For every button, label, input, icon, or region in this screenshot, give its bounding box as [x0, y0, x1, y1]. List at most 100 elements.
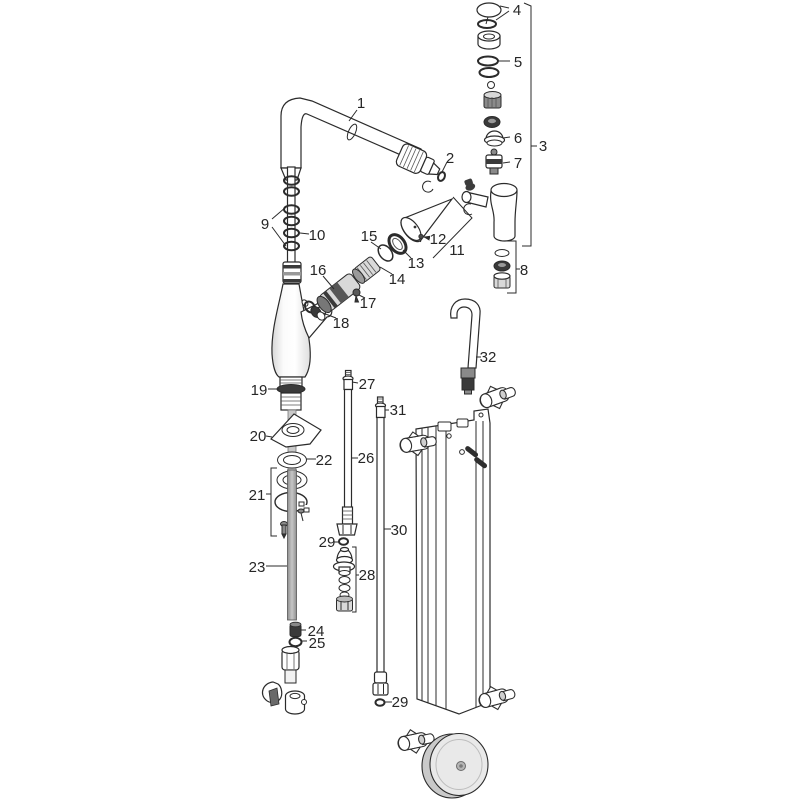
threaded-collar — [282, 261, 302, 284]
leader-10 — [299, 232, 310, 235]
mixer-body — [461, 178, 518, 242]
o-ring-2 — [437, 171, 446, 182]
threaded-shank-19 — [276, 376, 306, 411]
hose-guide-32 — [450, 298, 481, 395]
o-ring-22 — [277, 451, 307, 469]
leader-15 — [370, 241, 382, 250]
supply-hose-26 — [336, 369, 358, 536]
callout-10: 10 — [309, 227, 326, 244]
hose-weight — [421, 732, 489, 799]
hose-end-nut — [281, 645, 300, 671]
leader-16 — [322, 275, 335, 290]
bracket-3 — [522, 2, 532, 247]
callout-1: 1 — [357, 95, 365, 112]
callout-13: 13 — [408, 255, 425, 272]
callout-27: 27 — [359, 376, 376, 393]
callout-22: 22 — [316, 452, 333, 469]
leader-4b — [495, 10, 510, 21]
spout-connector-nut — [395, 143, 441, 176]
callout-19: 19 — [251, 382, 268, 399]
leader-4a — [499, 5, 510, 9]
o-ring-5a — [477, 55, 499, 67]
callout-25: 25 — [309, 635, 326, 652]
leader-9b — [271, 226, 287, 247]
clamp-top-right — [475, 378, 520, 415]
callout-32: 32 — [480, 349, 497, 366]
leader-1 — [348, 109, 358, 122]
leader-27 — [351, 381, 359, 384]
callout-labels: 1 2 3 4 5 6 7 8 9 10 11 12 13 14 15 16 1… — [249, 2, 548, 711]
callout-28: 28 — [359, 567, 376, 584]
leader-9a — [271, 206, 287, 220]
leader-12-arrow — [423, 235, 431, 241]
callout-14: 14 — [389, 271, 406, 288]
callout-7: 7 — [514, 155, 522, 172]
callout-17: 17 — [360, 295, 377, 312]
retaining-clip-body — [463, 203, 473, 216]
callout-9: 9 — [261, 216, 269, 233]
ring-25 — [288, 636, 303, 648]
callout-12: 12 — [430, 231, 447, 248]
leader-7 — [502, 161, 511, 164]
seal-set-8 — [493, 249, 511, 289]
callout-11: 11 — [449, 242, 465, 259]
callout-29a: 29 — [319, 534, 336, 551]
bracket-21 — [270, 467, 277, 537]
spray-head-parts — [301, 197, 454, 321]
pull-out-hose-23 — [261, 469, 307, 715]
callout-15: 15 — [361, 228, 378, 245]
grooved-ring-14 — [352, 256, 381, 284]
bushing-ring — [477, 30, 501, 50]
callout-3: 3 — [539, 138, 547, 155]
hose-nipple-31 — [374, 396, 387, 419]
riser-pipe — [282, 166, 302, 284]
cartridge-dome-6 — [483, 130, 506, 147]
bracket-28 — [352, 546, 357, 613]
hose-end-sleeve — [284, 669, 297, 684]
callout-2: 2 — [446, 150, 454, 167]
seal-29a — [338, 537, 349, 546]
leader-lines — [265, 2, 537, 703]
handle-cap — [476, 2, 502, 18]
mounting-set-28 — [332, 546, 356, 612]
leader-18 — [322, 312, 337, 319]
callout-4: 4 — [513, 2, 521, 19]
hose-hook-clip — [261, 681, 307, 715]
cap-o-ring — [477, 19, 497, 29]
splined-ring — [483, 91, 502, 109]
o-ring-5b — [478, 67, 500, 78]
supply-hose-30 — [372, 396, 389, 696]
callout-8: 8 — [520, 262, 528, 279]
retaining-clip-spout — [422, 180, 434, 193]
leader-17 — [358, 294, 366, 299]
cartridge-stack — [476, 2, 506, 175]
o-ring-15 — [377, 244, 394, 262]
bracket-11 — [432, 196, 473, 259]
panel-screws — [465, 446, 488, 469]
bracket-8 — [507, 240, 517, 294]
seal-29b — [374, 698, 386, 707]
hose-30-lower-nut — [372, 671, 389, 696]
hose-nipple-27 — [342, 369, 354, 391]
callout-5: 5 — [514, 54, 522, 71]
leader-2 — [441, 161, 448, 173]
ring-13 — [387, 233, 408, 255]
leader-6 — [502, 136, 511, 139]
cartridge-7 — [485, 148, 503, 175]
base-plate-20 — [270, 413, 322, 448]
dark-ring — [483, 116, 501, 128]
detent-ball — [487, 81, 495, 89]
mounting-plate — [415, 408, 491, 715]
hose-26-lower-fitting — [336, 506, 358, 536]
spout — [280, 97, 446, 193]
callout-20: 20 — [250, 428, 267, 445]
callout-23: 23 — [249, 559, 266, 576]
callout-30: 30 — [391, 522, 408, 539]
callout-6: 6 — [514, 130, 522, 147]
leader-20 — [265, 435, 273, 438]
callout-24: 24 — [308, 623, 325, 640]
callout-31: 31 — [390, 402, 407, 419]
spray-insert-16 — [316, 273, 361, 314]
